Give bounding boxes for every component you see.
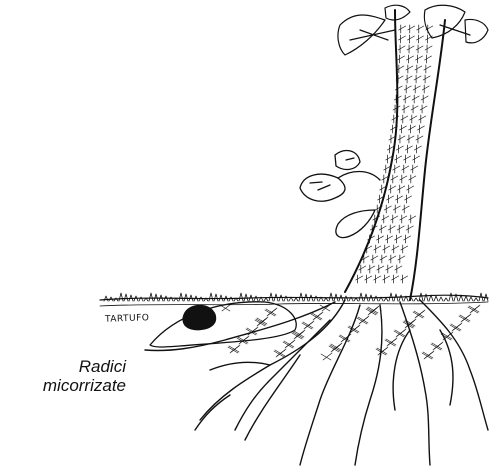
truffle-label: TARTUFO — [105, 313, 150, 325]
roots-label-line1: Radici — [18, 357, 126, 376]
crown-foliage — [338, 5, 488, 55]
mycorrhizal-roots-label: Radici micorrizate — [18, 357, 126, 395]
side-sprout — [300, 151, 380, 238]
truffle — [183, 305, 216, 330]
roots-label-line2: micorrizate — [18, 376, 126, 395]
